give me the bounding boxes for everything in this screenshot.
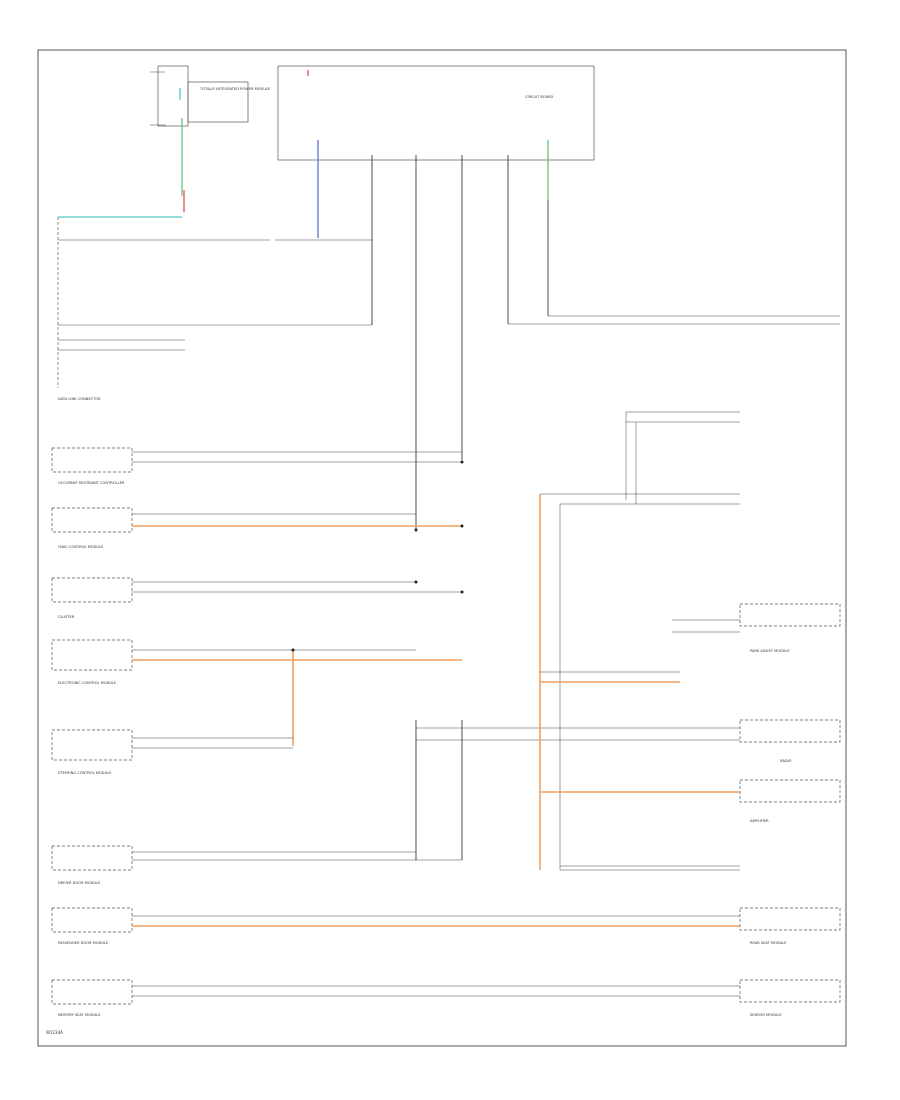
module-label-7: PASSENGER DOOR MODULE	[58, 941, 109, 945]
module-label-3: CLUSTER	[58, 615, 75, 619]
module-label-8: MEMORY SEAT MODULE	[58, 1013, 101, 1017]
left-modules: OCCUPANT RESTRAINT CONTROLLER HVAC CONTR…	[51, 447, 740, 1017]
right-module-label-2: RADIO	[780, 759, 792, 763]
data-link-connector: DATA LINK CONNECTOR	[57, 217, 372, 401]
right-module-label-1: PARK ASSIST MODULE	[750, 649, 790, 653]
module-label-4: ELECTRONIC CONTROL MODULE	[58, 681, 117, 685]
module-label-5: STEERING CONTROL MODULE	[58, 771, 112, 775]
right-module-label-4: REAR SEAT MODULE	[750, 941, 787, 945]
data-link-connector-label: DATA LINK CONNECTOR	[58, 397, 101, 401]
center-splices	[291, 460, 740, 860]
right-module-label-5: SENSOR MODULE	[750, 1013, 782, 1017]
module-label-6: DRIVER DOOR MODULE	[58, 881, 101, 885]
fuse-block-label: TOTALLY INTEGRATED POWER MODULE	[199, 87, 271, 91]
right-network: PARK ASSIST MODULE RADIO AMPLIFIER REAR …	[539, 411, 841, 1017]
right-module-label-3: AMPLIFIER	[750, 819, 769, 823]
circuit-board-label: CIRCUIT BOARD	[525, 95, 554, 99]
footer-code: W1234A	[46, 1030, 63, 1035]
module-label-2: HVAC CONTROL MODULE	[58, 545, 104, 549]
module-label-1: OCCUPANT RESTRAINT CONTROLLER	[58, 481, 125, 485]
fuse-block: TOTALLY INTEGRATED POWER MODULE	[58, 65, 271, 218]
diagram-frame	[37, 49, 847, 1047]
circuit-board: CIRCUIT BOARD	[277, 65, 840, 530]
